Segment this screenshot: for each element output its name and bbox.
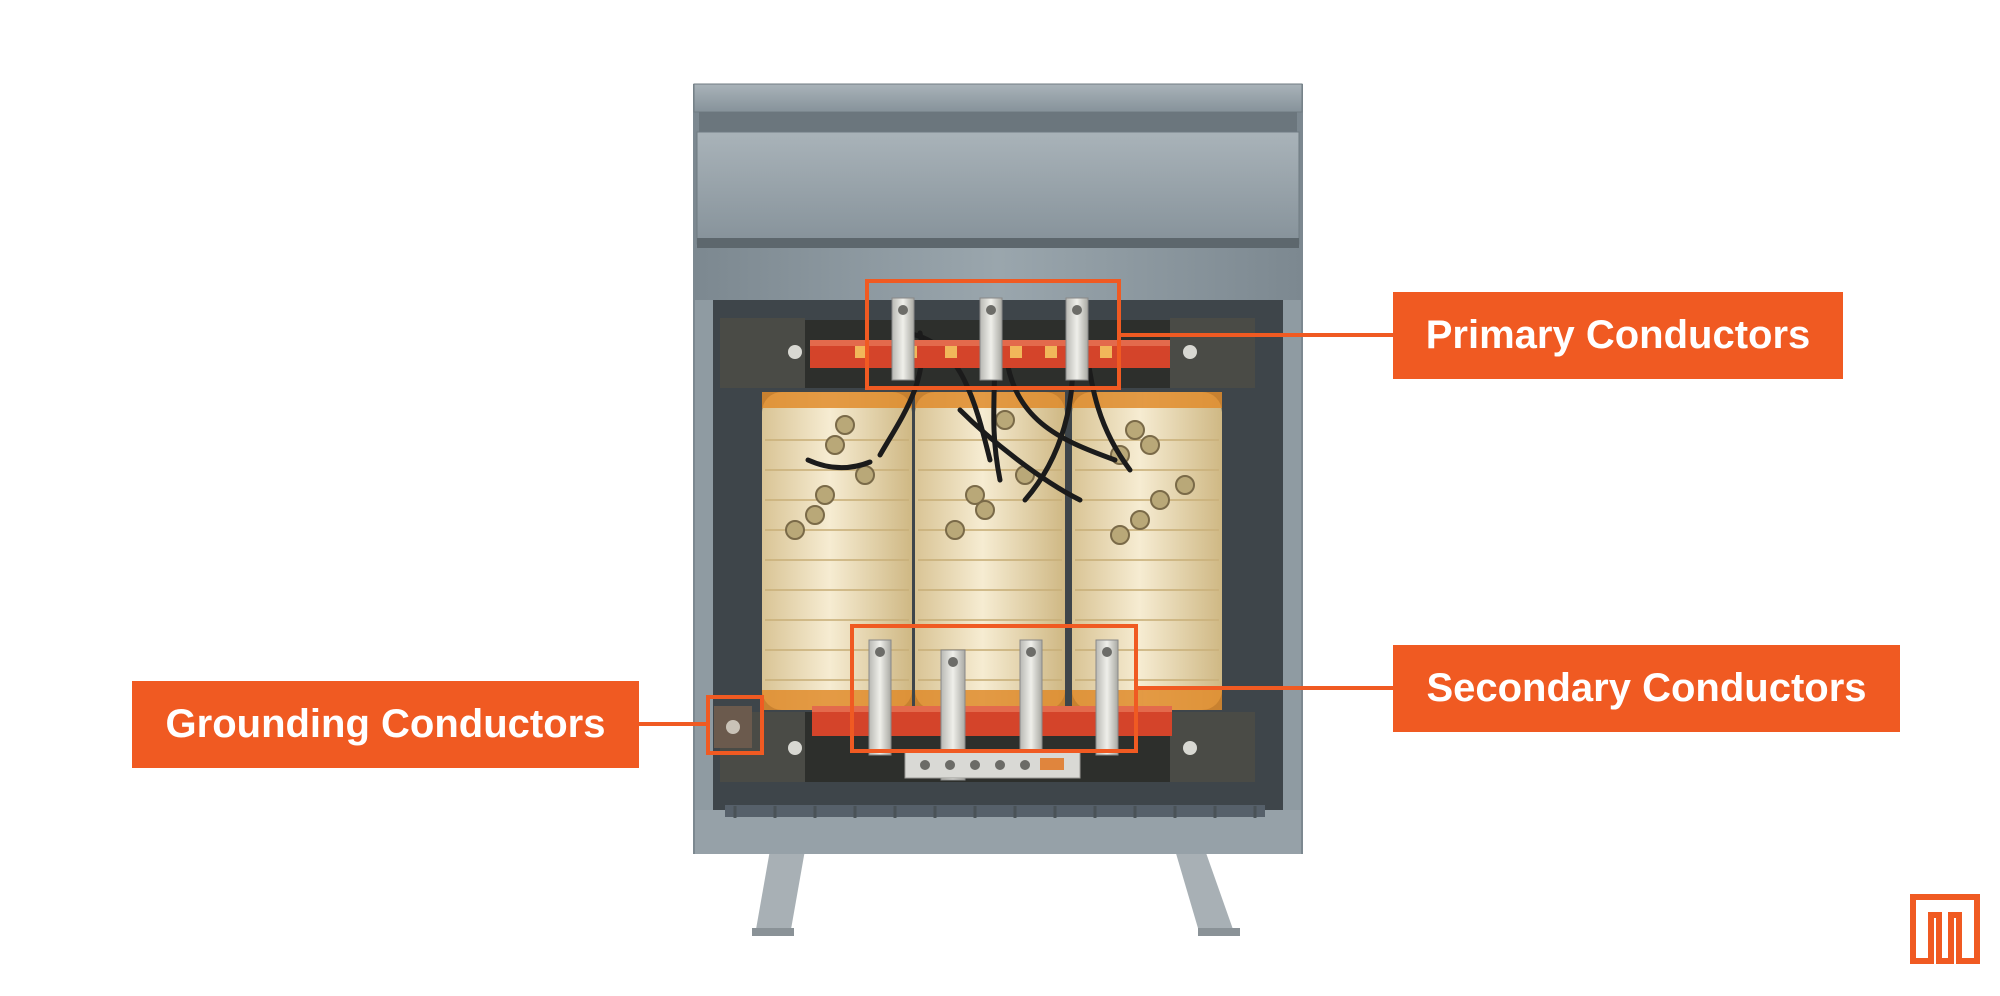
ground-lug: [714, 706, 752, 748]
callout-leader-lines: [639, 333, 1393, 726]
primary-lugs: [891, 297, 1089, 381]
primary-conductors-label: Primary Conductors: [1393, 292, 1843, 379]
neutral-bar: [904, 751, 1081, 779]
secondary-conductors-label: Secondary Conductors: [1393, 645, 1900, 732]
cabinet-legs: [752, 850, 1240, 936]
brand-logo-icon: [1910, 894, 1980, 964]
grounding-conductors-label: Grounding Conductors: [132, 681, 639, 768]
transformer-coils: [762, 392, 1222, 710]
